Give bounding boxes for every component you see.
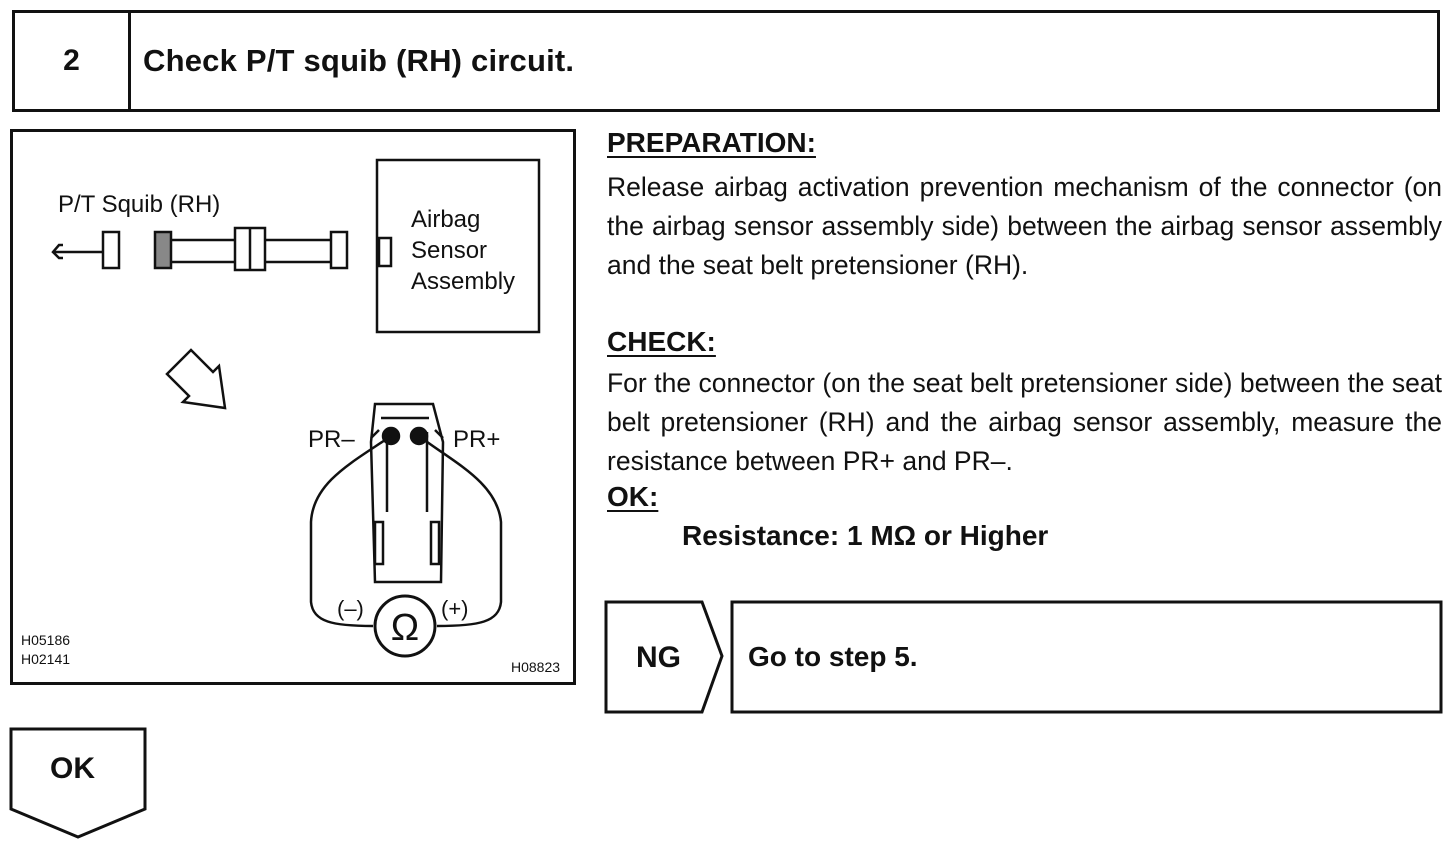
pr-plus-label: PR+ <box>453 426 500 453</box>
step-header: 2 Check P/T squib (RH) circuit. <box>12 10 1440 112</box>
figure-code-3: H08823 <box>511 659 560 675</box>
figure-code-1: H05186 <box>21 632 70 648</box>
check-text: For the connector (on the seat belt pret… <box>607 368 1442 476</box>
pretensioner-connector <box>369 402 445 584</box>
meter-plus-label: (+) <box>441 596 469 621</box>
squib-connector-chain <box>51 226 393 272</box>
direction-arrow-icon <box>165 348 227 410</box>
ng-label: NG <box>636 641 681 674</box>
ok-flow-shape <box>9 727 147 839</box>
ohm-symbol: Ω <box>391 607 419 649</box>
wiring-diagram: P/T Squib (RH) Airbag Sensor Assembly <box>10 129 576 685</box>
ohmmeter-icon <box>373 594 437 658</box>
resistance-spec: Resistance: 1 MΩ or Higher <box>682 520 1049 551</box>
step-title: Check P/T squib (RH) circuit. <box>143 43 575 78</box>
sensor-label-line-1: Airbag <box>411 206 480 233</box>
ok-flow-label: OK <box>50 752 95 785</box>
meter-minus-label: (–) <box>337 596 364 621</box>
airbag-sensor-box <box>375 158 541 334</box>
ng-action-text: Go to step 5. <box>748 641 918 672</box>
diagram-drawing: P/T Squib (RH) Airbag Sensor Assembly <box>21 158 560 675</box>
preparation-text: Release airbag activation prevention mec… <box>607 172 1442 280</box>
sensor-label-line-3: Assembly <box>411 268 515 295</box>
pr-minus-label: PR– <box>308 426 355 453</box>
sensor-label-line-2: Sensor <box>411 237 487 264</box>
ng-flow-shape <box>604 600 1443 714</box>
figure-code-2: H02141 <box>21 651 70 667</box>
preparation-heading: PREPARATION: <box>607 127 816 158</box>
step-number: 2 <box>15 13 131 109</box>
ok-heading: OK: <box>607 481 659 512</box>
squib-label: P/T Squib (RH) <box>58 191 220 218</box>
check-heading: CHECK: <box>607 326 716 357</box>
meter-leads <box>309 434 503 628</box>
